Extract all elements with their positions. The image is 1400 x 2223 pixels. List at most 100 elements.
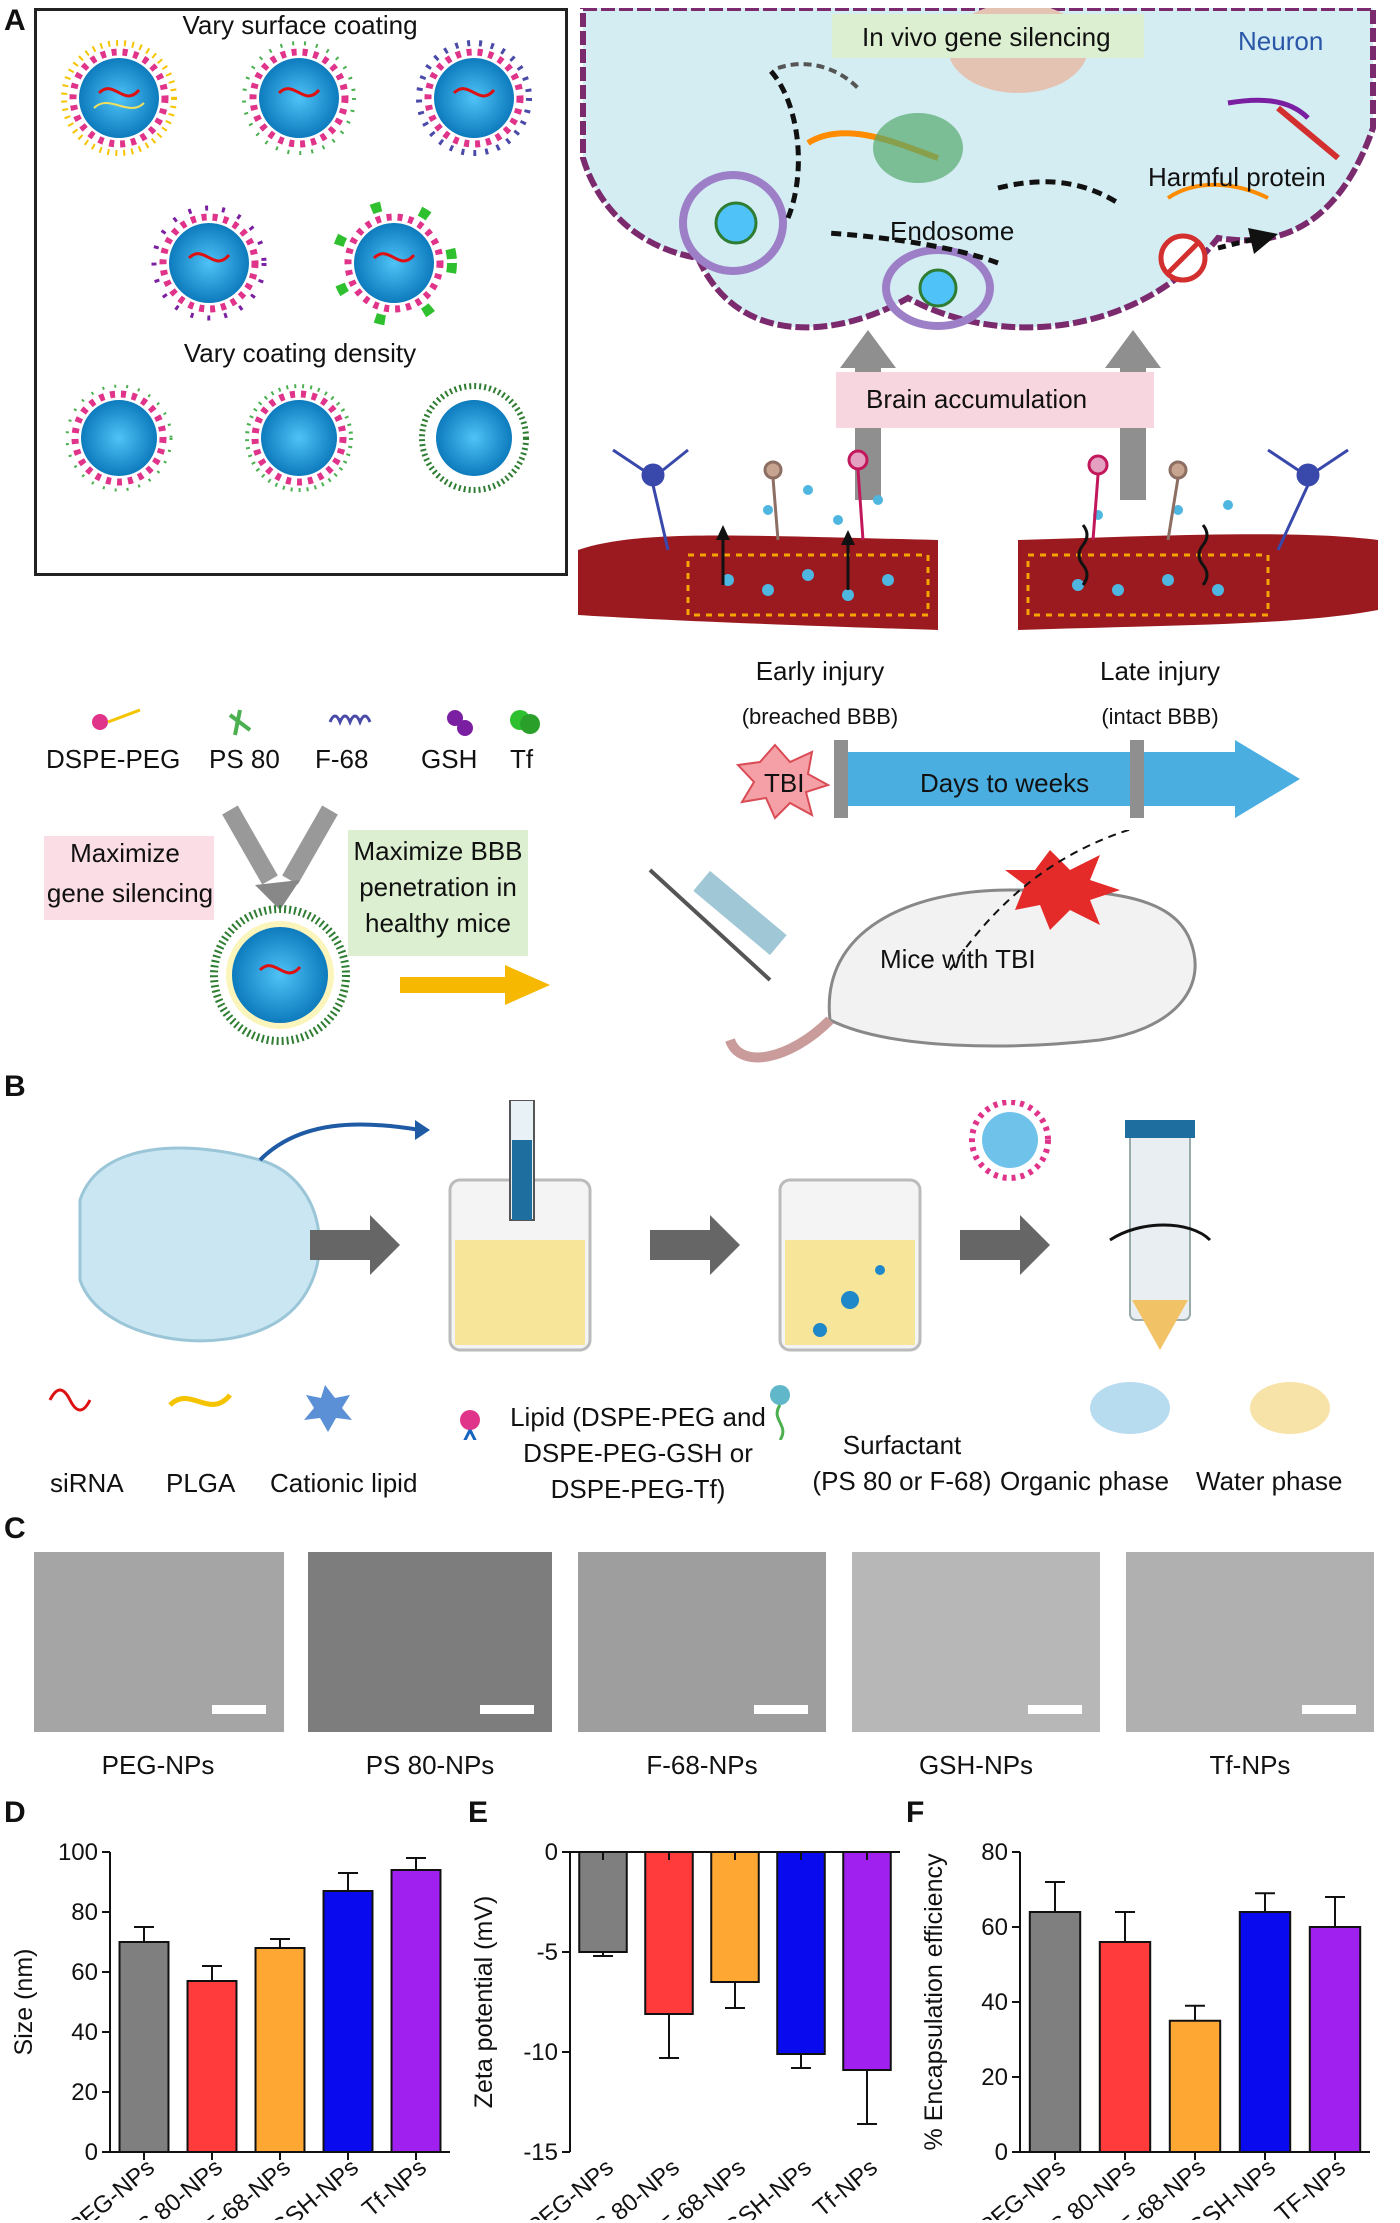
maximize-bbb-box: [348, 830, 528, 956]
tem-image-tf: [1126, 1552, 1374, 1732]
y-tick-label: 100: [58, 1839, 98, 1866]
maximize-bbb-line1: Maximize BBB: [353, 836, 523, 866]
legend-water: Water phase: [1196, 1466, 1343, 1496]
np-f68: [416, 40, 532, 156]
f68-icon: [328, 714, 372, 726]
panel-label-d: D: [4, 1796, 26, 1829]
timeline-arrow: [735, 740, 1300, 820]
y-tick-label: -5: [537, 1939, 558, 1966]
bar: [710, 1851, 760, 1983]
tem-image-peg: [34, 1552, 284, 1732]
dspe-peg-icon: [92, 708, 141, 730]
legend-sirna: siRNA: [50, 1468, 124, 1498]
lipid-icon: [460, 1410, 480, 1440]
bar: [186, 1980, 238, 2153]
y-tick-label: 20: [981, 2064, 1008, 2091]
organic-phase-icon: [1090, 1382, 1170, 1434]
scale-bar: [1302, 1705, 1356, 1714]
legend-plga: PLGA: [166, 1468, 236, 1498]
panel-label-f: F: [906, 1796, 925, 1829]
legend-organic: Organic phase: [1000, 1466, 1170, 1496]
bar: [842, 1851, 892, 2071]
tbi-label: TBI: [764, 768, 805, 798]
y-tick-label: 0: [545, 1839, 558, 1866]
mice-with-tbi-label: Mice with TBI: [880, 944, 1036, 974]
tem-image-gsh: [852, 1552, 1100, 1732]
tem-label-peg: PEG-NPs: [101, 1750, 215, 1780]
legend-ps80: PS 80: [209, 744, 280, 774]
in-vivo-label: In vivo gene silencing: [862, 22, 1111, 52]
y-tick-label: -15: [523, 2139, 558, 2166]
y-axis-label: Zeta potential (mV): [470, 1896, 498, 2109]
box-spacer: [34, 560, 565, 570]
np-ps80: [242, 41, 356, 155]
y-tick-label: 40: [71, 2019, 98, 2046]
bar: [1308, 1926, 1362, 2153]
tem-image-f68: [578, 1552, 826, 1732]
bar: [254, 1947, 306, 2153]
optimal-np-graphic: [210, 805, 550, 1045]
late-injury-note: (intact BBB): [1101, 704, 1219, 729]
nanoparticle-grid: [61, 40, 532, 493]
bar: [390, 1869, 442, 2153]
legend-surfactant-line1: Surfactant: [842, 1430, 962, 1460]
tf-icon: [510, 710, 540, 734]
mouse-illustration: [648, 830, 1197, 1063]
x-tick-label: TF-NPs: [1270, 2154, 1351, 2220]
cationic-lipid-icon: [304, 1385, 352, 1432]
brain-accumulation-label: Brain accumulation: [866, 384, 1088, 414]
tem-label-tf: Tf-NPs: [1209, 1750, 1291, 1780]
vary-density-heading: Vary coating density: [183, 338, 417, 368]
maximize-bbb-line3: healthy mice: [365, 908, 511, 938]
bar: [1028, 1911, 1082, 2153]
maximize-gene-box: [44, 836, 214, 920]
panel-label-e: E: [468, 1796, 489, 1829]
legend-tf: Tf: [510, 744, 534, 774]
bar: [322, 1890, 374, 2153]
y-tick-label: 20: [71, 2079, 98, 2106]
np-density-2: [245, 384, 353, 492]
y-tick-label: 0: [995, 2139, 1008, 2166]
bar: [578, 1851, 628, 1953]
tem-label-f68: F-68-NPs: [646, 1750, 758, 1780]
early-injury-label: Early injury: [755, 656, 885, 686]
nanoparticle-library-box: [34, 8, 568, 576]
scale-bar: [480, 1705, 534, 1714]
tem-label-gsh: GSH-NPs: [918, 1750, 1034, 1780]
neuron-label: Neuron: [1238, 26, 1324, 56]
legend-f68: F-68: [315, 744, 369, 774]
harmful-protein-label: Harmful protein: [1148, 162, 1326, 192]
brain-accumulation-box: [836, 372, 1154, 428]
bbb-vessels: [578, 448, 1378, 630]
y-tick-label: -10: [523, 2039, 558, 2066]
scale-bar: [754, 1705, 808, 1714]
bar: [776, 1851, 826, 2055]
y-tick-label: 80: [71, 1899, 98, 1926]
water-phase-icon: [1250, 1382, 1330, 1434]
x-tick-label: Tf-NPs: [808, 2154, 883, 2220]
y-tick-label: 40: [981, 1989, 1008, 2016]
tem-image-ps80: [308, 1552, 552, 1732]
synthesis-legend-icons: [48, 1382, 1330, 1440]
np-gsh: [151, 205, 267, 321]
endosome-icon: [679, 171, 994, 330]
ps80-icon: [228, 709, 252, 736]
bar: [118, 1941, 170, 2153]
legend-lipid-line3: DSPE-PEG-Tf): [550, 1474, 726, 1504]
panel-label-a: A: [4, 4, 26, 37]
early-injury-note: (breached BBB): [741, 704, 899, 729]
maximize-bbb-line2: penetration in: [359, 872, 517, 902]
y-tick-label: 0: [85, 2139, 98, 2166]
legend-cationic: Cationic lipid: [270, 1468, 418, 1498]
late-injury-label: Late injury: [1100, 656, 1220, 686]
vary-surface-heading: Vary surface coating: [182, 10, 418, 40]
maximize-gene-line2: gene silencing: [46, 878, 214, 908]
neuron-icon: [612, 448, 1349, 551]
bar: [1238, 1911, 1292, 2153]
panel-label-c: C: [4, 1512, 26, 1545]
y-tick-label: 80: [981, 1839, 1008, 1866]
y-tick-label: 60: [71, 1959, 98, 1986]
legend-lipid-line1: Lipid (DSPE-PEG and: [510, 1402, 766, 1432]
